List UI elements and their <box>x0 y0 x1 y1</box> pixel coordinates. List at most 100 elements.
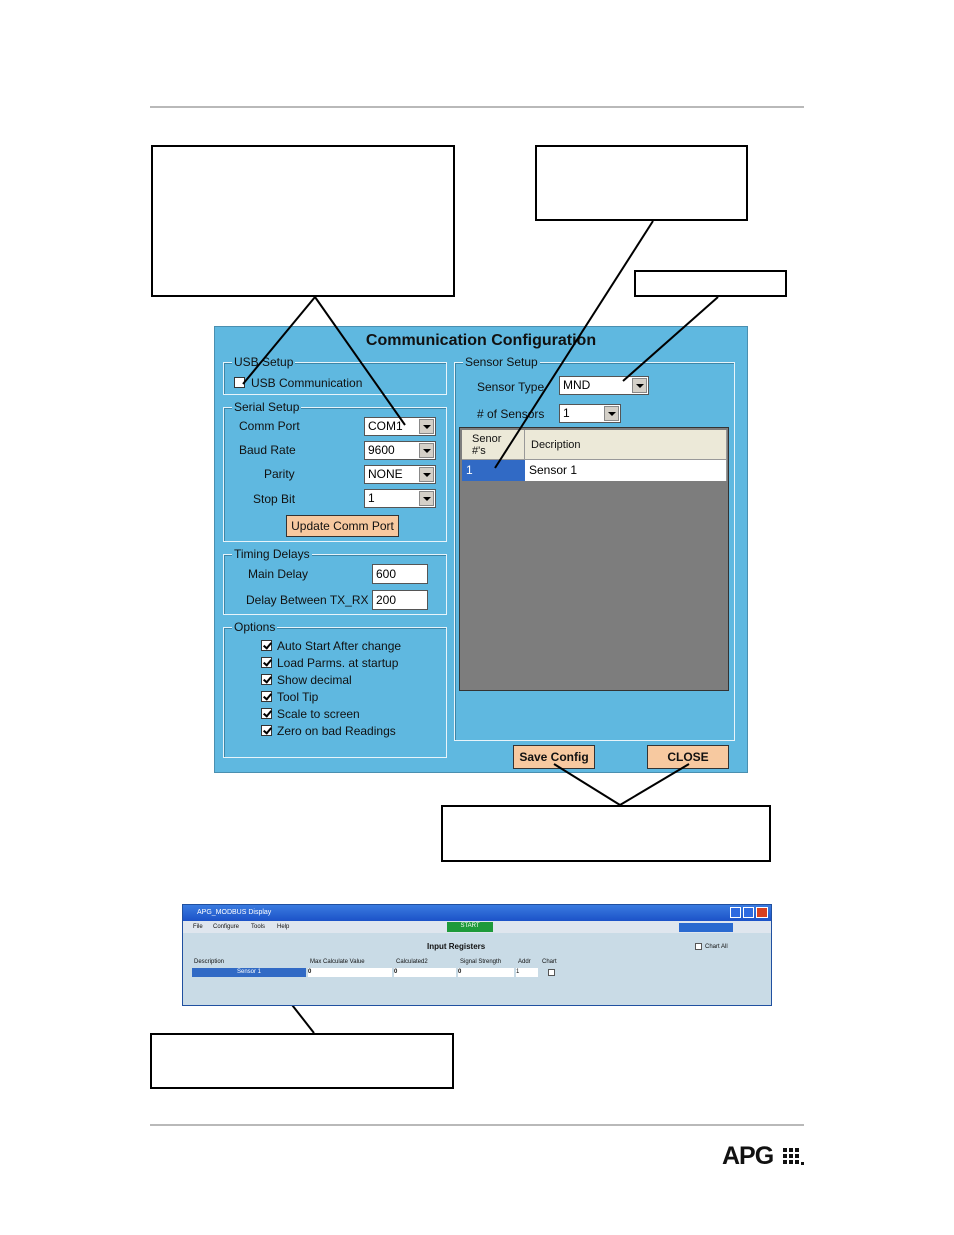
col-addr: Addr <box>518 959 531 965</box>
parity-label: Parity <box>264 467 295 481</box>
callout-usb-serial <box>151 145 455 297</box>
usb-setup-group: USB Setup USB Communication <box>223 355 447 395</box>
pointer-usb <box>242 296 316 385</box>
pointer-save <box>553 763 621 806</box>
stop-bit-select[interactable]: 1 <box>364 489 436 508</box>
row-chart-checkbox[interactable] <box>548 969 555 976</box>
callout-sensor-type <box>634 270 787 297</box>
tool-tip-label: Tool Tip <box>277 690 319 704</box>
col-chart: Chart <box>542 959 557 965</box>
registers-table: Description Max Calculate Value Calculat… <box>190 957 566 979</box>
bottom-rule <box>150 1124 804 1126</box>
delay-between-label: Delay Between TX_RX <box>246 593 369 607</box>
comm-port-label: Comm Port <box>239 419 300 433</box>
chevron-down-icon[interactable] <box>419 491 434 506</box>
num-sensors-select[interactable]: 1 <box>559 404 621 423</box>
sensor-type-label: Sensor Type <box>477 380 545 394</box>
chevron-down-icon[interactable] <box>419 467 434 482</box>
pointer-comm-port <box>314 296 406 426</box>
load-parms-checkbox[interactable] <box>261 657 272 668</box>
baud-rate-label: Baud Rate <box>239 443 296 457</box>
pointer-sensor-number <box>494 220 654 469</box>
chevron-down-icon[interactable] <box>632 378 647 393</box>
start-button[interactable]: START <box>447 922 493 932</box>
close-icon[interactable] <box>756 907 768 918</box>
comm-port-select[interactable]: COM1 <box>364 417 436 436</box>
row-description[interactable]: Sensor 1 <box>192 968 306 977</box>
scale-to-screen-label: Scale to screen <box>277 707 360 721</box>
options-group: Options Auto Start After change Load Par… <box>223 620 447 758</box>
timing-delays-title: Timing Delays <box>232 547 312 561</box>
usb-communication-label: USB Communication <box>251 376 363 390</box>
sensor-type-select[interactable]: MND <box>559 376 649 395</box>
show-decimal-label: Show decimal <box>277 673 352 687</box>
chevron-down-icon[interactable] <box>604 406 619 421</box>
input-registers-heading: Input Registers <box>427 942 486 951</box>
main-delay-field[interactable]: 600 <box>372 564 428 584</box>
menu-configure[interactable]: Configure <box>213 924 240 930</box>
modbus-display-window: APG_MODBUS Display File Configure Tools … <box>182 904 772 1006</box>
callout-buttons <box>441 805 771 862</box>
update-comm-port-button[interactable]: Update Comm Port <box>286 515 399 537</box>
show-decimal-checkbox[interactable] <box>261 674 272 685</box>
parity-value: NONE <box>368 467 403 481</box>
chart-all-checkbox[interactable] <box>695 943 702 950</box>
col-signal-strength: Signal Strength <box>460 959 502 965</box>
zero-on-bad-checkbox[interactable] <box>261 725 272 736</box>
timing-delays-group: Timing Delays Main Delay 600 Delay Betwe… <box>223 547 447 615</box>
minimize-icon[interactable] <box>730 907 741 918</box>
parity-select[interactable]: NONE <box>364 465 436 484</box>
menu-tools[interactable]: Tools <box>251 924 266 930</box>
logo-grid-icon <box>783 1148 804 1165</box>
stop-bit-label: Stop Bit <box>253 492 296 506</box>
auto-start-checkbox[interactable] <box>261 640 272 651</box>
stop-bit-value: 1 <box>368 491 375 505</box>
chevron-down-icon[interactable] <box>419 419 434 434</box>
pointer-sensor-type <box>622 296 719 382</box>
row-max-calculate: 0 <box>308 968 392 977</box>
menu-help[interactable]: Help <box>277 924 290 930</box>
row-addr: 1 <box>516 968 538 977</box>
baud-rate-select[interactable]: 9600 <box>364 441 436 460</box>
serial-setup-group: Serial Setup Comm Port COM1 Baud Rate 96… <box>223 400 447 542</box>
scale-to-screen-checkbox[interactable] <box>261 708 272 719</box>
tool-tip-checkbox[interactable] <box>261 691 272 702</box>
logo-text: APG <box>722 1142 774 1170</box>
sensor-setup-title: Sensor Setup <box>463 355 540 369</box>
title-bar: APG_MODBUS Display <box>183 905 771 921</box>
num-sensors-value: 1 <box>563 406 570 420</box>
main-delay-label: Main Delay <box>248 567 309 581</box>
row-calculated2: 0 <box>394 968 456 977</box>
col-calculated2: Calculated2 <box>396 959 428 965</box>
maximize-icon[interactable] <box>743 907 754 918</box>
grid-cell-description[interactable]: Sensor 1 <box>525 460 727 481</box>
pointer-close <box>619 763 690 806</box>
callout-sensor-number <box>535 145 748 221</box>
menu-bar: File Configure Tools Help START <box>183 921 771 933</box>
callout-description <box>150 1033 454 1089</box>
load-parms-label: Load Parms. at startup <box>277 656 399 670</box>
grid-cell-sensor-number[interactable]: 1 <box>462 460 525 481</box>
apg-logo: APG <box>722 1142 812 1172</box>
sensor-type-value: MND <box>563 378 591 392</box>
chevron-down-icon[interactable] <box>419 443 434 458</box>
close-button[interactable]: CLOSE <box>647 745 729 769</box>
grid-header-sensor-number[interactable]: Senor #'s <box>462 430 525 460</box>
menu-file[interactable]: File <box>193 924 203 930</box>
window-title: APG_MODBUS Display <box>197 909 272 916</box>
row-signal-strength: 0 <box>458 968 514 977</box>
auto-start-label: Auto Start After change <box>277 639 402 653</box>
top-rule <box>150 106 804 108</box>
delay-between-field[interactable]: 200 <box>372 590 428 610</box>
usb-setup-title: USB Setup <box>232 355 296 369</box>
grid-header-description[interactable]: Decription <box>525 430 727 460</box>
options-title: Options <box>232 620 278 634</box>
baud-rate-value: 9600 <box>368 443 395 457</box>
sensor-grid: Senor #'s Decription 1 Sensor 1 <box>459 427 729 691</box>
comm-port-value: COM1 <box>368 419 403 433</box>
col-max-calculate: Max Calculate Value <box>310 959 365 965</box>
serial-setup-title: Serial Setup <box>232 400 302 414</box>
chart-all-label: Chart All <box>705 944 728 950</box>
dialog-title: Communication Configuration <box>365 332 597 349</box>
